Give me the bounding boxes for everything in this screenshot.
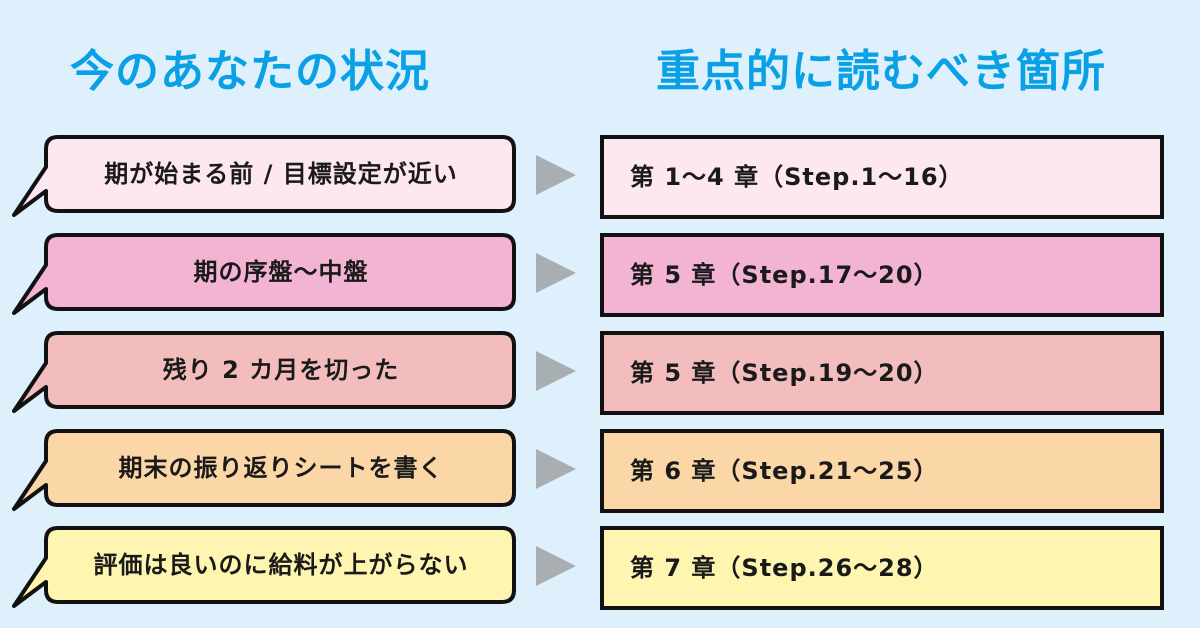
arrow-right-icon (536, 546, 576, 586)
situation-label: 評価は良いのに給料が上がらない (93, 551, 469, 579)
situation-bubble: 期が始まる前 / 目標設定が近い (0, 133, 520, 221)
situation-bubble: 期末の振り返りシートを書く (0, 427, 520, 515)
section-label: 第 5 章（Step.17〜20） (630, 261, 939, 289)
section-box: 第 6 章（Step.21〜25） (600, 429, 1164, 513)
section-box: 第 5 章（Step.19〜20） (600, 331, 1164, 415)
arrow-right-icon (536, 253, 576, 293)
situation-label: 期の序盤〜中盤 (193, 258, 369, 286)
section-box: 第 1〜4 章（Step.1〜16） (600, 135, 1164, 219)
situation-label: 期が始まる前 / 目標設定が近い (104, 160, 458, 188)
situation-row: 残り 2 カ月を切った 第 5 章（Step.19〜20） (0, 329, 1200, 417)
situation-bubble: 残り 2 カ月を切った (0, 329, 520, 417)
section-label: 第 7 章（Step.26〜28） (630, 554, 939, 582)
situation-label: 期末の振り返りシートを書く (118, 454, 444, 482)
situation-row: 評価は良いのに給料が上がらない 第 7 章（Step.26〜28） (0, 524, 1200, 612)
arrow-right-icon (536, 351, 576, 391)
section-label: 第 6 章（Step.21〜25） (630, 457, 939, 485)
situation-bubble: 期の序盤〜中盤 (0, 231, 520, 319)
speech-bubble-shape (12, 135, 516, 217)
section-label: 第 1〜4 章（Step.1〜16） (630, 163, 964, 191)
speech-bubble-shape (12, 429, 516, 511)
arrow-right-icon (536, 155, 576, 195)
situation-row: 期の序盤〜中盤 第 5 章（Step.17〜20） (0, 231, 1200, 319)
current-situation-heading: 今のあなたの状況 (70, 46, 430, 97)
situation-row: 期が始まる前 / 目標設定が近い 第 1〜4 章（Step.1〜16） (0, 133, 1200, 221)
speech-bubble-shape (12, 233, 516, 315)
focus-section-heading: 重点的に読むべき箇所 (656, 46, 1106, 97)
section-box: 第 7 章（Step.26〜28） (600, 526, 1164, 610)
speech-bubble-shape (12, 331, 516, 413)
section-label: 第 5 章（Step.19〜20） (630, 359, 939, 387)
speech-bubble-shape (12, 526, 516, 608)
arrow-right-icon (536, 449, 576, 489)
situation-label: 残り 2 カ月を切った (162, 356, 400, 384)
section-box: 第 5 章（Step.17〜20） (600, 233, 1164, 317)
situation-row: 期末の振り返りシートを書く 第 6 章（Step.21〜25） (0, 427, 1200, 515)
situation-bubble: 評価は良いのに給料が上がらない (0, 524, 520, 612)
